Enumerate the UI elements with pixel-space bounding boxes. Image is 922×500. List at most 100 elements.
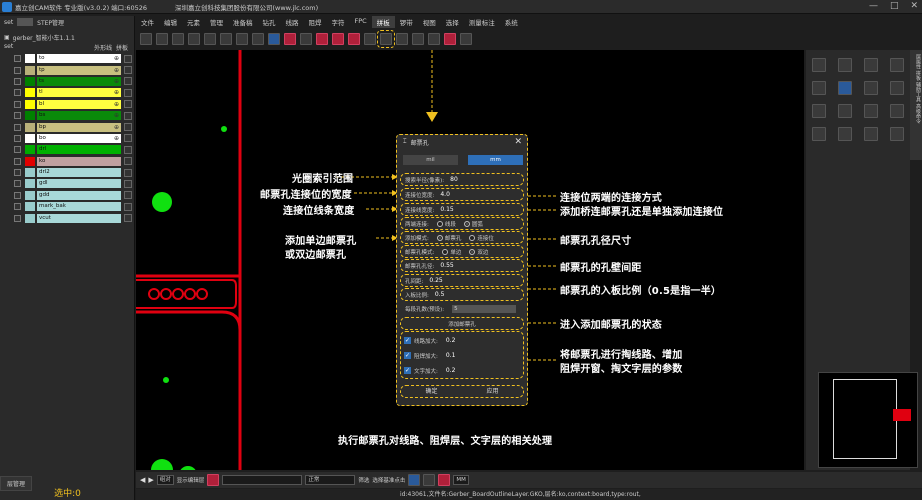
layer-eye-icon[interactable]: ⊕ — [113, 66, 119, 74]
layer-side-checkbox[interactable] — [124, 100, 132, 109]
ck-text-checkbox[interactable]: ✓ — [404, 367, 411, 374]
chart-icon[interactable] — [252, 33, 264, 45]
layer-manage-button[interactable]: 层管理 — [0, 476, 33, 491]
measure-icon[interactable] — [396, 33, 408, 45]
ok-button[interactable]: 确定 — [425, 388, 438, 395]
ck-line-checkbox[interactable]: ✓ — [404, 337, 411, 344]
menu-item[interactable]: 准备稿 — [233, 19, 253, 27]
menu-item[interactable]: 锣带 — [399, 19, 413, 27]
layer-visible-checkbox[interactable] — [14, 191, 21, 199]
menu-item[interactable]: 选择 — [445, 19, 459, 27]
layer-row[interactable]: vcut — [0, 212, 134, 223]
layer-row[interactable]: tp⊕ — [0, 64, 134, 75]
next-icon[interactable]: ▶ — [148, 476, 154, 484]
right-side-tabs[interactable]: 层属性 拼板 辅助工具 高级命令 — [910, 50, 922, 160]
layer-eye-icon[interactable]: ⊕ — [113, 112, 119, 120]
board-icon[interactable] — [284, 33, 296, 45]
ck-mask-input[interactable]: 0.1 — [445, 352, 456, 359]
layer-side-checkbox[interactable] — [124, 66, 132, 75]
minimap[interactable] — [818, 372, 918, 468]
layer-color-swatch[interactable] — [25, 213, 35, 223]
radio-line[interactable] — [436, 220, 443, 227]
radio-arc[interactable] — [463, 220, 470, 227]
tool-mirror-icon[interactable] — [890, 104, 904, 118]
layer-visible-checkbox[interactable] — [14, 123, 21, 131]
command-input[interactable] — [222, 475, 303, 485]
zoom-select[interactable]: 组对 — [156, 475, 174, 485]
layer-color-swatch[interactable] — [25, 145, 35, 155]
layer-name[interactable]: bp⊕ — [37, 122, 121, 132]
layer-side-checkbox[interactable] — [124, 123, 132, 132]
layer-name[interactable]: drl — [37, 145, 121, 155]
tool-edit-icon[interactable] — [890, 127, 904, 141]
layer-row[interactable]: to⊕ — [0, 53, 134, 64]
menu-item[interactable]: FPC — [354, 17, 367, 25]
tab-step[interactable]: STEP管理 — [37, 19, 65, 27]
layer-row[interactable]: ts⊕ — [0, 76, 134, 87]
search-radius-input[interactable]: 80 — [450, 176, 458, 183]
layer-side-checkbox[interactable] — [124, 145, 132, 154]
menu-item[interactable]: 钻孔 — [262, 19, 276, 27]
grid-toggle-icon[interactable] — [423, 474, 436, 486]
radio-stamp[interactable] — [436, 234, 443, 241]
tool-chart-icon[interactable] — [864, 104, 878, 118]
menu-item[interactable]: 线路 — [285, 19, 299, 27]
layer-color-swatch[interactable] — [25, 111, 35, 121]
layer-name[interactable]: tp⊕ — [37, 65, 121, 75]
layer-name[interactable]: mark_bak — [37, 202, 121, 212]
layer-name[interactable]: bl⊕ — [37, 99, 121, 109]
file-node[interactable]: ▣ gerber_智能小车1.1.1 — [0, 32, 134, 43]
filter-button[interactable]: 筛选 — [358, 478, 370, 484]
layer-name[interactable]: ko — [37, 156, 121, 166]
layer-side-checkbox[interactable] — [124, 54, 132, 63]
layer-color-swatch[interactable] — [25, 133, 35, 143]
layer-color-swatch[interactable] — [25, 99, 35, 109]
menu-item[interactable]: 元素 — [187, 19, 200, 27]
layer-name[interactable]: bo⊕ — [37, 133, 121, 143]
tool-panel-icon[interactable] — [864, 58, 878, 72]
snap-toggle-icon[interactable] — [408, 474, 421, 486]
menu-item[interactable]: 视图 — [422, 19, 436, 27]
layer-visible-checkbox[interactable] — [14, 112, 21, 120]
menu-item[interactable]: 测量标注 — [468, 19, 495, 27]
layer-eye-icon[interactable]: ⊕ — [113, 77, 119, 85]
layer-side-checkbox[interactable] — [124, 111, 132, 120]
pick-ref-button[interactable]: 选择基准点击 — [372, 478, 406, 484]
line-width-input[interactable]: 0.15 — [440, 206, 454, 213]
ruler-icon[interactable] — [438, 474, 451, 486]
conn-width-input[interactable]: 4.0 — [440, 191, 450, 198]
select-area-icon[interactable] — [156, 33, 168, 45]
layer-row[interactable]: bo⊕ — [0, 133, 134, 144]
unit-mil-button[interactable]: mil — [403, 155, 458, 165]
route-icon[interactable] — [348, 33, 360, 45]
grid-fine-icon[interactable] — [412, 33, 424, 45]
layer-color-swatch[interactable] — [25, 65, 35, 75]
layer-visible-checkbox[interactable] — [14, 203, 21, 211]
layer-color-swatch[interactable] — [25, 54, 35, 64]
layer-row[interactable]: mark_bak — [0, 201, 134, 212]
layer-row[interactable]: bl⊕ — [0, 99, 134, 110]
layer-side-checkbox[interactable] — [124, 202, 132, 211]
select-tool-icon[interactable] — [140, 33, 152, 45]
layer-side-checkbox[interactable] — [124, 214, 132, 223]
layer-side-checkbox[interactable] — [124, 157, 132, 166]
hole-gap-input[interactable]: 0.25 — [429, 277, 443, 284]
tool-panel-icon[interactable] — [838, 58, 852, 72]
vcut-icon[interactable] — [332, 33, 344, 45]
layer-name[interactable]: bs⊕ — [37, 111, 121, 121]
layer-visible-checkbox[interactable] — [14, 77, 21, 85]
inset-input[interactable]: 0.5 — [434, 291, 445, 298]
layer-row[interactable]: drl2 — [0, 167, 134, 178]
snap-icon[interactable] — [428, 33, 440, 45]
copy-icon[interactable] — [236, 33, 248, 45]
layer-visible-checkbox[interactable] — [14, 146, 21, 154]
prev-icon[interactable]: ◀ — [140, 476, 146, 484]
count-input[interactable]: 5 — [452, 304, 517, 313]
apply-button[interactable]: 应用 — [486, 388, 499, 395]
tool-fillet-icon[interactable] — [864, 127, 878, 141]
layer-visible-checkbox[interactable] — [14, 89, 21, 97]
menu-item[interactable]: 阻焊 — [308, 19, 322, 27]
tool-arc-icon[interactable] — [812, 104, 826, 118]
display-label[interactable]: 显示编辑层 — [176, 478, 205, 484]
frame-icon[interactable] — [268, 33, 280, 45]
